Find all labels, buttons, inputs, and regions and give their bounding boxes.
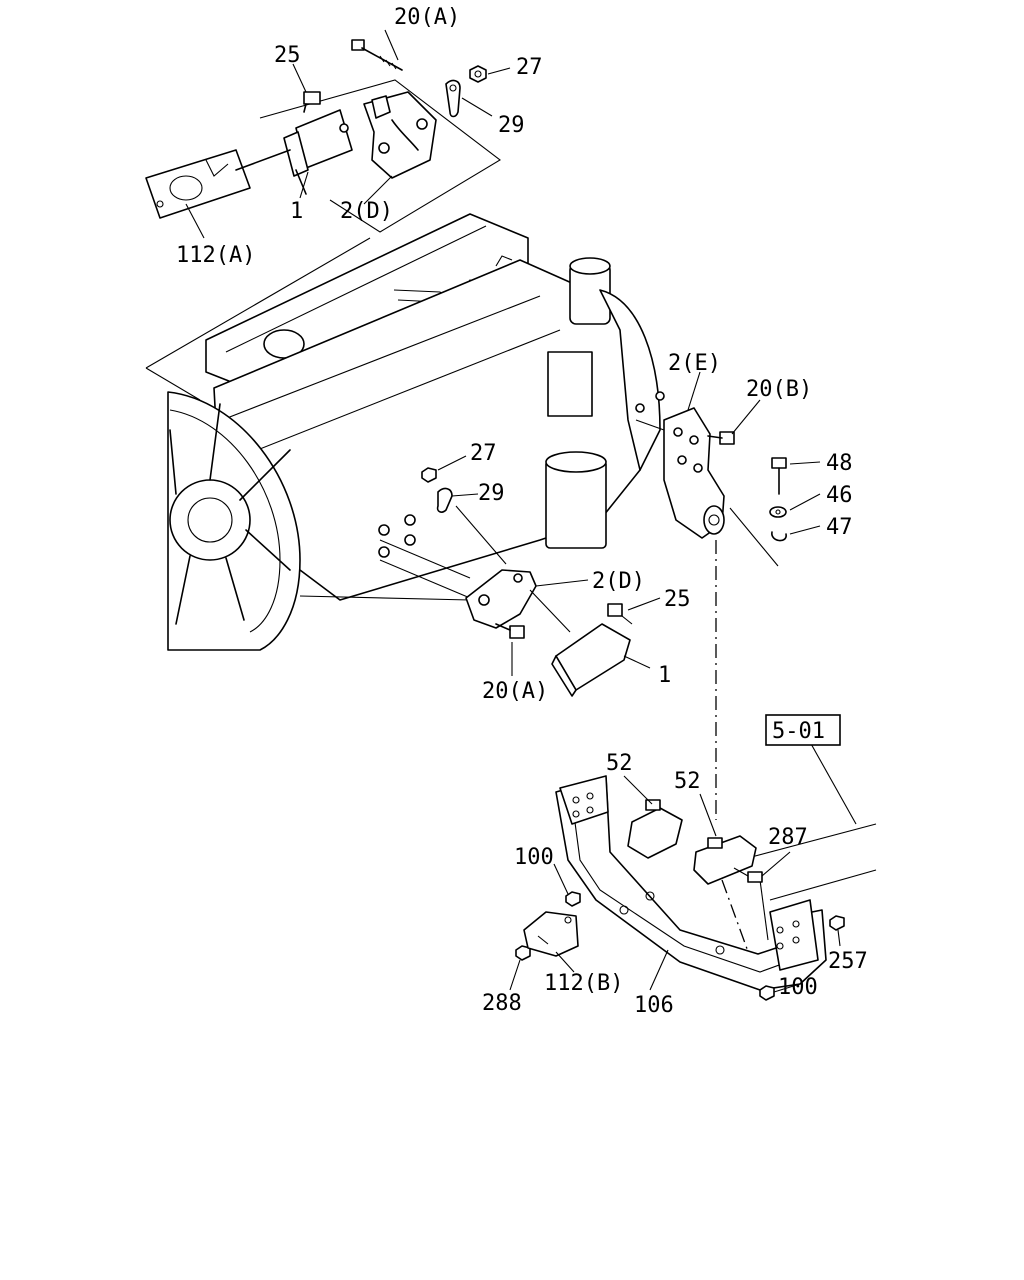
label-25-mid: 25 (664, 587, 691, 612)
label-2d-top: 2(D) (340, 199, 393, 224)
clip-29-top (445, 79, 461, 118)
mount-rubber-1-top (283, 109, 353, 195)
label-112b: 112(B) (544, 971, 623, 996)
nut-100-right (759, 985, 775, 1001)
insulator-52-right (693, 835, 757, 885)
bolt-20a-top (351, 39, 403, 71)
label-29-mid: 29 (478, 481, 505, 506)
rear-mount-bracket-2e (635, 407, 787, 567)
label-46: 46 (826, 483, 853, 508)
plate-112a (145, 149, 291, 219)
label-100-right: 100 (778, 975, 818, 1000)
insulator-52-left (627, 799, 683, 859)
label-29-top: 29 (498, 113, 525, 138)
nut-100-left (565, 891, 581, 907)
label-112a: 112(A) (176, 243, 255, 268)
label-25-top: 25 (274, 43, 301, 68)
label-20a-mid: 20(A) (482, 679, 548, 704)
label-257: 257 (828, 949, 868, 974)
label-27-mid: 27 (470, 441, 497, 466)
label-2d-mid: 2(D) (592, 569, 645, 594)
nut-257 (829, 915, 845, 931)
label-52-right: 52 (674, 769, 701, 794)
nut-27-top (469, 65, 487, 83)
bolt-287 (733, 867, 763, 883)
label-20b: 20(B) (746, 377, 812, 402)
engine-block (145, 213, 665, 601)
reference-box[interactable] (765, 714, 841, 746)
label-52-left: 52 (606, 751, 633, 776)
label-48: 48 (826, 451, 853, 476)
bolt-25-top (303, 91, 321, 113)
label-288: 288 (482, 991, 522, 1016)
label-2e: 2(E) (668, 351, 721, 376)
bracket-112b (523, 911, 579, 957)
nut-288 (515, 945, 531, 961)
top-mount-assembly (145, 29, 511, 239)
reference-box-label: 5-01 (772, 719, 825, 744)
label-27-top: 27 (516, 55, 543, 80)
label-287: 287 (768, 825, 808, 850)
cooling-fan (167, 391, 301, 651)
label-106: 106 (634, 993, 674, 1018)
label-20a-top: 20(A) (394, 5, 460, 30)
label-1-top: 1 (290, 199, 303, 224)
label-1-mid: 1 (658, 663, 671, 688)
crossmember-106 (555, 775, 877, 991)
label-47: 47 (826, 515, 853, 540)
label-100-left: 100 (514, 845, 554, 870)
mid-mount-assembly (421, 467, 633, 697)
bracket-2d-top (363, 91, 437, 179)
